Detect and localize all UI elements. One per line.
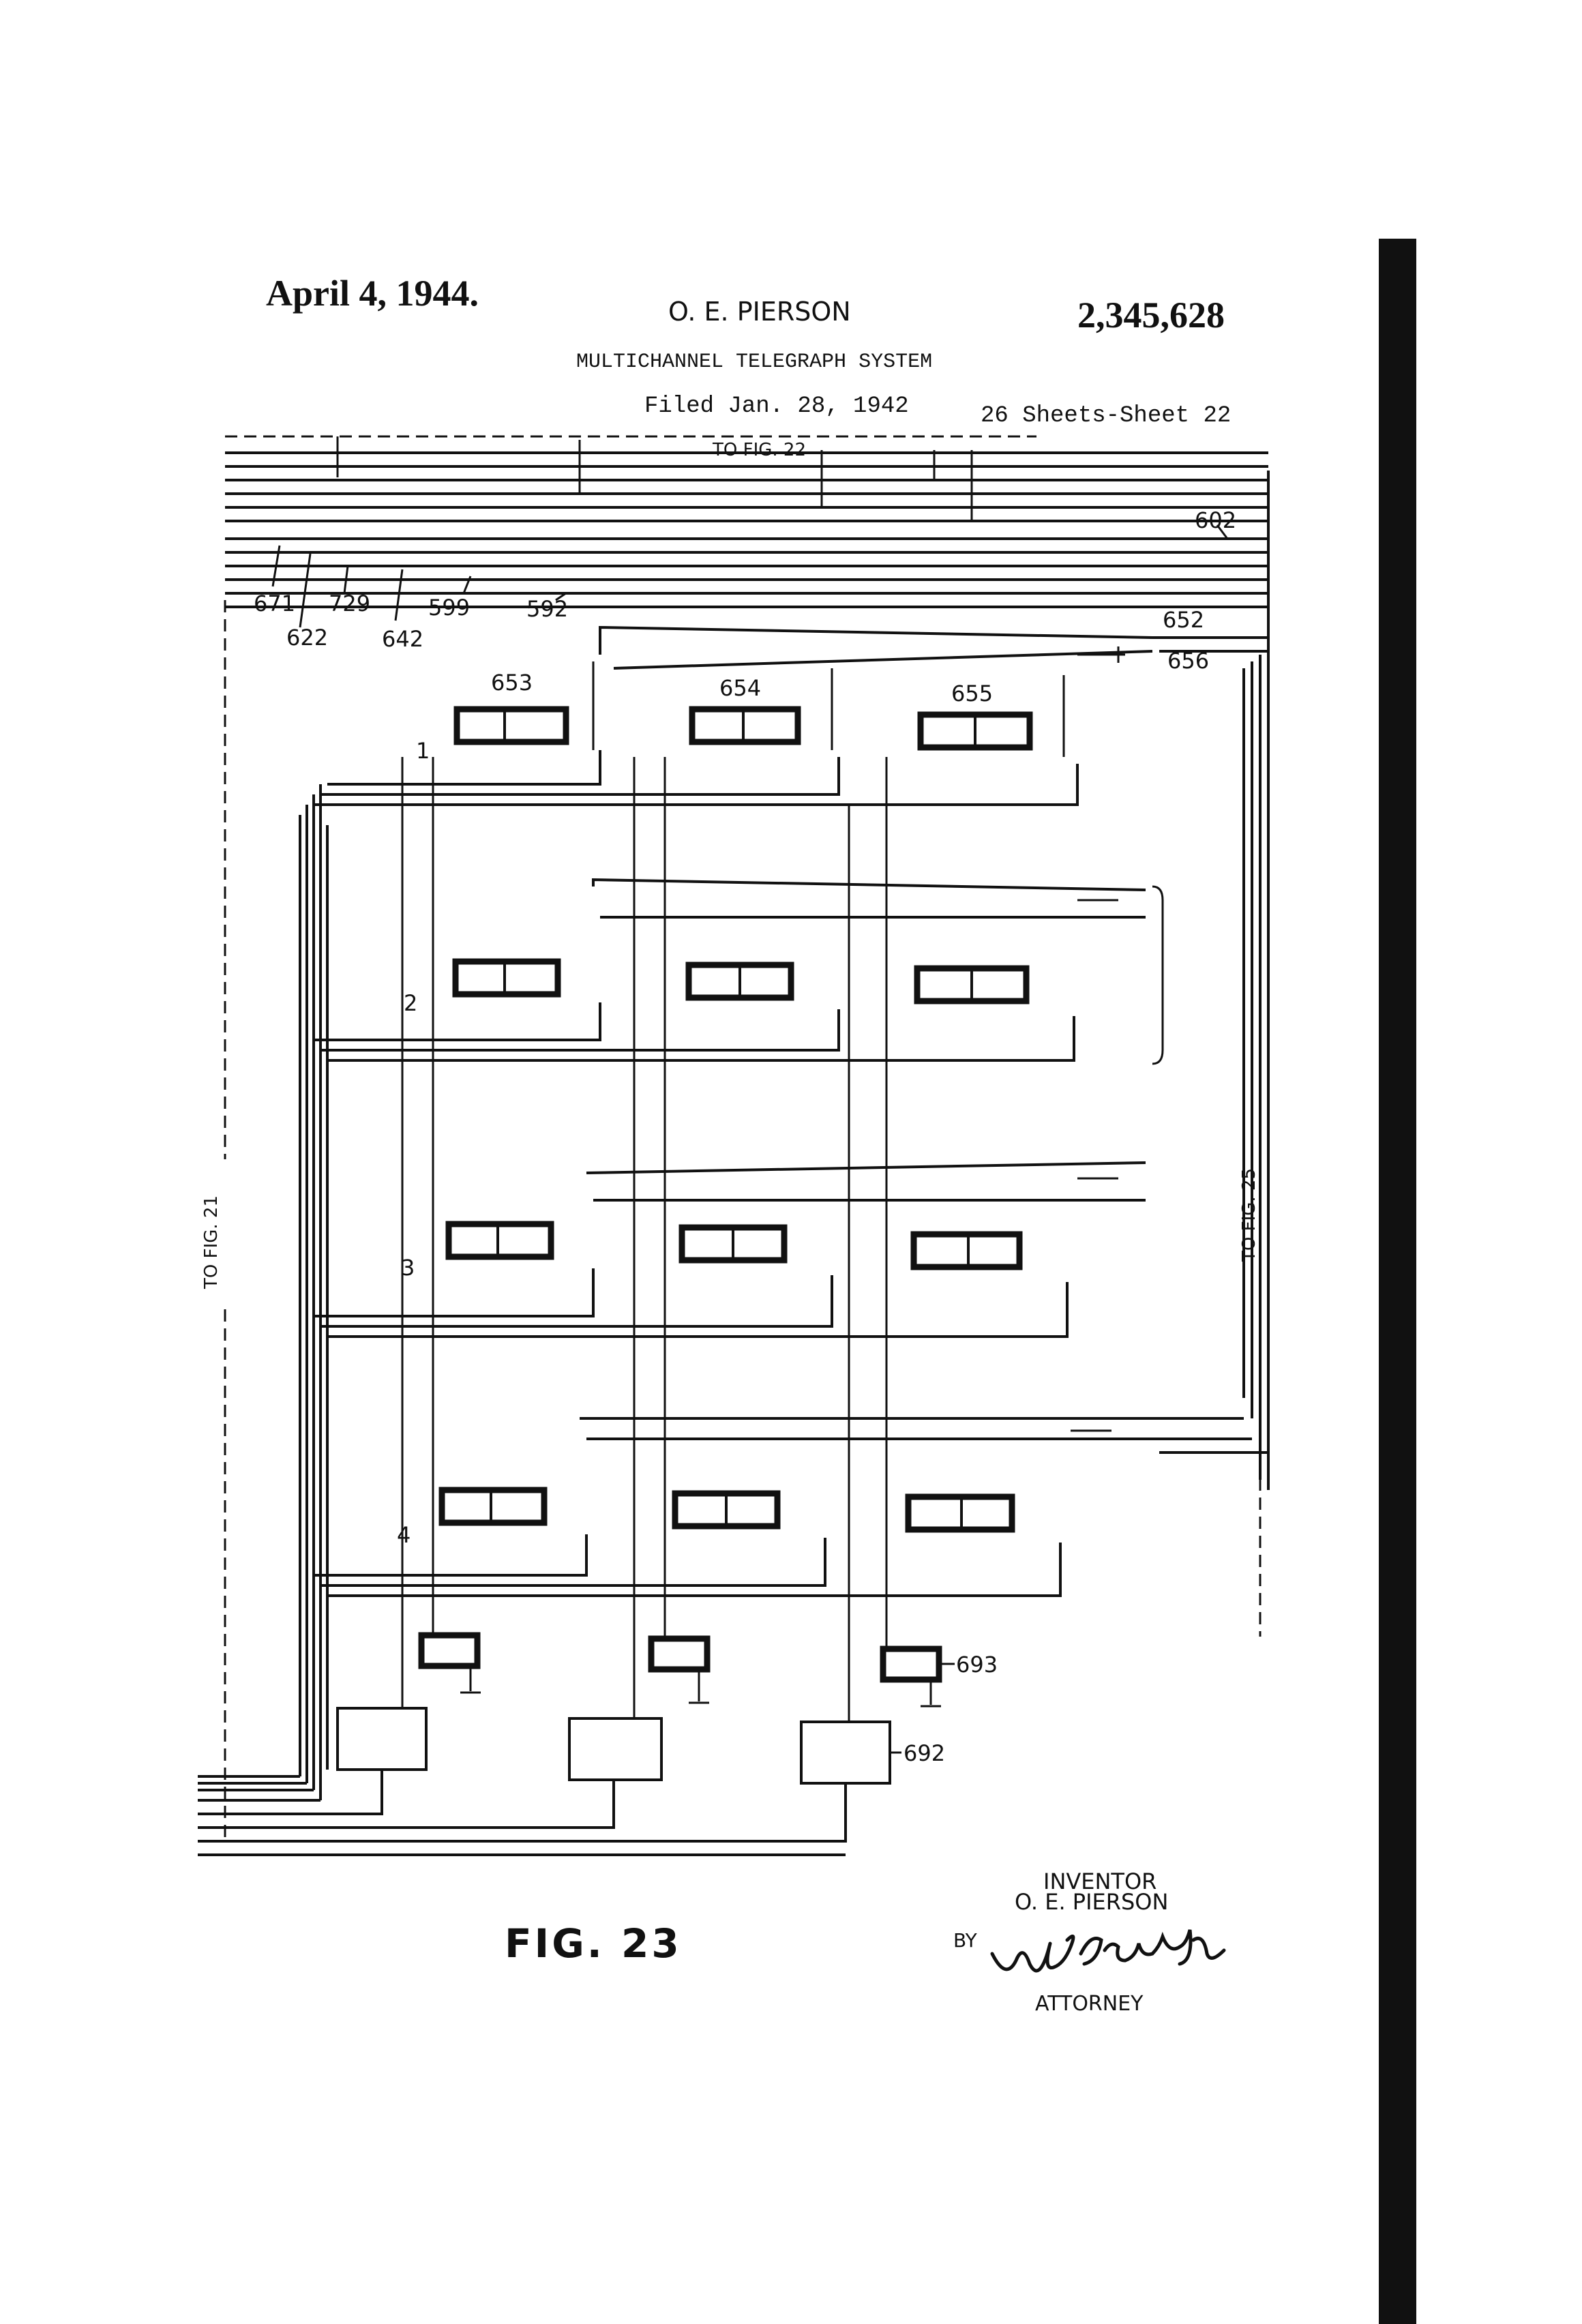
ref-652: 652 <box>1163 607 1204 633</box>
signature-block: INVENTOR O. E. PIERSON BY ATTORNEY <box>953 1868 1226 2016</box>
ref-671: 671 <box>254 591 295 616</box>
ref-692: 692 <box>904 1740 945 1766</box>
patent-title: MULTICHANNEL TELEGRAPH SYSTEM <box>576 351 932 374</box>
left-vertical-bundle <box>299 784 329 1800</box>
sheet-count: 26 Sheets-Sheet 22 <box>981 403 1231 429</box>
header: April 4, 1944. O. E. PIERSON 2,345,628 M… <box>266 273 1231 429</box>
magnet-693 <box>880 1645 942 1683</box>
inventor-name-header: O. E. PIERSON <box>668 297 851 327</box>
bottom-bus <box>198 1770 847 1856</box>
ref-599: 599 <box>428 595 470 621</box>
distributor-boxes <box>336 1707 901 1785</box>
ref-655: 655 <box>951 681 993 706</box>
ref-653: 653 <box>491 670 533 696</box>
row-label-2: 2 <box>404 990 417 1016</box>
patent-date: April 4, 1944. <box>266 273 479 314</box>
ref-729: 729 <box>329 591 370 616</box>
relay-row-1 <box>314 625 1153 1746</box>
inventor-name: O. E. PIERSON <box>1015 1889 1168 1915</box>
right-side-conductors <box>1152 471 1270 1637</box>
column-verticals <box>633 757 888 1746</box>
ref-622: 622 <box>286 625 328 651</box>
top-bus-bundle <box>225 435 1268 608</box>
ref-654: 654 <box>719 675 761 701</box>
ref-592: 592 <box>526 596 568 622</box>
relay-653 <box>453 706 569 745</box>
figure-label: FIG. 23 <box>505 1920 682 1967</box>
page-edge-border <box>1379 239 1416 2324</box>
ref-693: 693 <box>956 1652 998 1678</box>
connector-to-fig-21: TO FIG. 21 <box>201 1195 222 1290</box>
circuit-schematic: TO FIG. 22 602 671 729 599 592 622 642 6… <box>198 435 1270 1856</box>
bundle-reference-leaders <box>271 524 1229 628</box>
relay-654 <box>689 706 801 745</box>
attorney-signature <box>990 1929 1226 1973</box>
relay-row-2 <box>314 878 1164 1065</box>
row-label-4: 4 <box>397 1522 411 1548</box>
relay-row-4 <box>314 1417 1270 1597</box>
connector-to-fig-22: TO FIG. 22 <box>712 440 806 460</box>
box-692 <box>800 1720 891 1785</box>
filed-date: Filed Jan. 28, 1942 <box>644 393 909 419</box>
patent-number: 2,345,628 <box>1077 295 1225 336</box>
by-label: BY <box>953 1929 978 1952</box>
ref-602: 602 <box>1195 507 1236 533</box>
ref-642: 642 <box>382 626 423 652</box>
connector-to-fig-25: TO FIG. 25 <box>1239 1168 1259 1262</box>
printer-magnets <box>418 1632 955 1708</box>
row-label-3: 3 <box>401 1255 415 1281</box>
inventor-heading: INVENTOR <box>1043 1868 1156 1894</box>
attorney-label: ATTORNEY <box>1035 1992 1144 2016</box>
row-label-1: 1 <box>416 738 430 764</box>
relay-row-3 <box>314 1161 1146 1338</box>
